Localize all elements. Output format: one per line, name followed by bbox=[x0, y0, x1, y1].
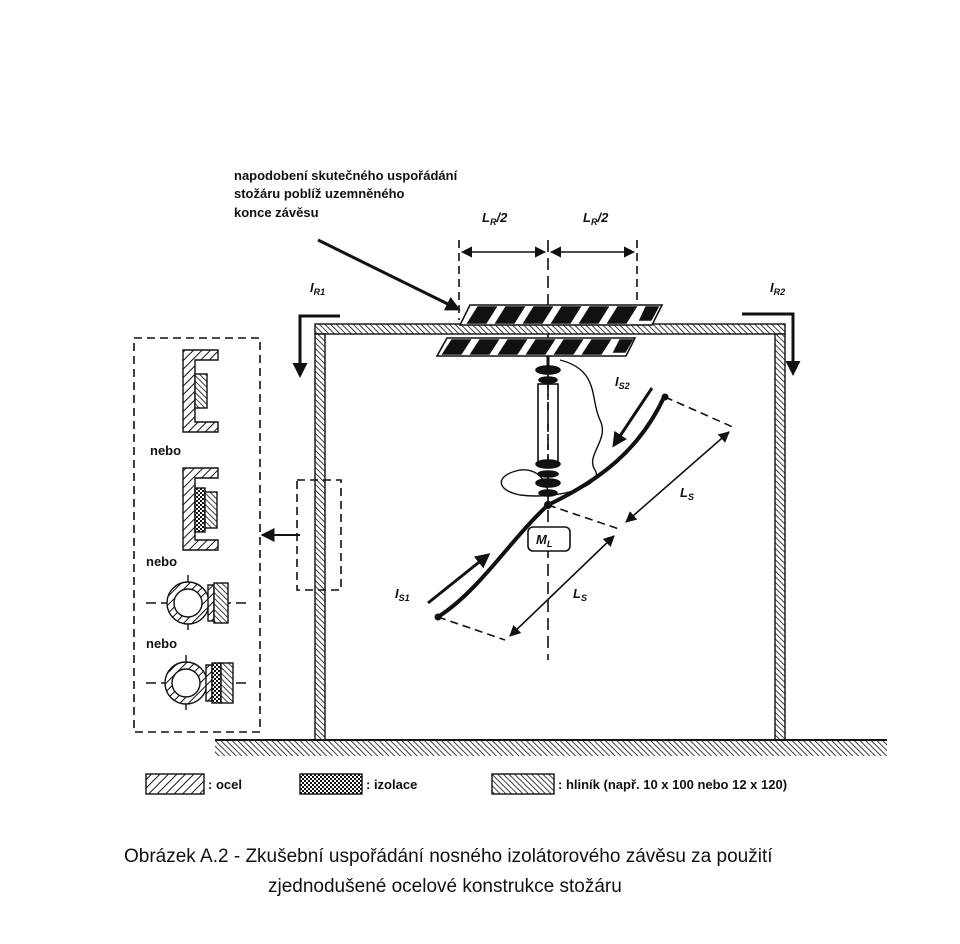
conductor-lower bbox=[436, 503, 550, 619]
dim-ls-lines bbox=[437, 396, 736, 641]
dim-lr-left-label: LR/2 bbox=[482, 210, 508, 227]
current-ir2-arrow bbox=[742, 312, 801, 376]
current-is1-arrow bbox=[427, 553, 491, 605]
profile-option-channel bbox=[182, 349, 219, 433]
legend-insulation-swatch bbox=[299, 773, 363, 795]
legend-aluminium-swatch bbox=[491, 773, 555, 795]
current-ir1-label: IR1 bbox=[310, 280, 325, 297]
annotation-pointer-arrow bbox=[317, 238, 461, 311]
figure-caption-line-2: zjednodušené ocelové konstrukce stožáru bbox=[268, 876, 622, 897]
current-ir2-label: IR2 bbox=[770, 280, 785, 297]
legend-insulation-label: : izolace bbox=[366, 777, 417, 792]
current-is2-arrow bbox=[612, 387, 654, 448]
current-is1-label: IS1 bbox=[395, 586, 410, 603]
annotation-line-2: stožáru poblíž uzemněného bbox=[234, 186, 405, 201]
profile-option-tube-insulated bbox=[146, 655, 246, 712]
current-is2-label: IS2 bbox=[615, 374, 630, 391]
profile-option-tube bbox=[146, 575, 246, 630]
simulated-tower-plates bbox=[435, 304, 664, 357]
dim-lr-right-label: LR/2 bbox=[583, 210, 609, 227]
dim-ls-lower-label: LS bbox=[573, 586, 587, 603]
legend: : ocel : izolace : hliník (např. 10 x 10… bbox=[145, 773, 787, 795]
option-separator-2: nebo bbox=[146, 554, 177, 569]
dim-ls-upper-label: LS bbox=[680, 485, 694, 502]
legend-steel-label: : ocel bbox=[208, 777, 242, 792]
option-separator-3: nebo bbox=[146, 636, 177, 651]
insulator-string bbox=[535, 356, 561, 497]
current-ir1-arrow bbox=[292, 314, 340, 378]
conductor-upper bbox=[547, 394, 667, 507]
annotation-line-1: napodobení skutečného uspořádání bbox=[234, 168, 458, 183]
ground-hatch bbox=[215, 740, 887, 756]
annotation-line-3: konce závěsu bbox=[234, 205, 319, 220]
figure-caption-line-1: Obrázek A.2 - Zkušební uspořádání nosnéh… bbox=[124, 846, 773, 867]
legend-steel-swatch bbox=[145, 773, 205, 795]
option-separator-1: nebo bbox=[150, 443, 181, 458]
profile-option-insulated bbox=[182, 467, 219, 551]
legend-aluminium-label: : hliník (např. 10 x 100 nebo 12 x 120) bbox=[558, 777, 787, 792]
